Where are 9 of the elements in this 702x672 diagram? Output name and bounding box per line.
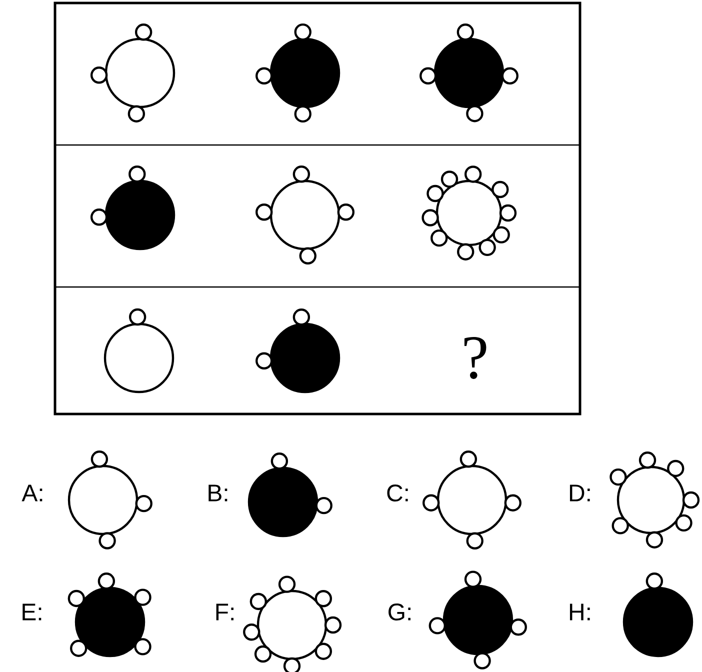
option-label: A:	[22, 484, 42, 502]
option-label: H:	[570, 604, 590, 620]
option-label: B:	[208, 484, 228, 502]
option-label: C:	[387, 484, 408, 502]
question-mark: ?	[464, 337, 486, 379]
option-label: E:	[22, 604, 42, 620]
option-label: G:	[388, 604, 410, 620]
option-label: F:	[216, 604, 234, 620]
option-label: D:	[570, 484, 590, 502]
